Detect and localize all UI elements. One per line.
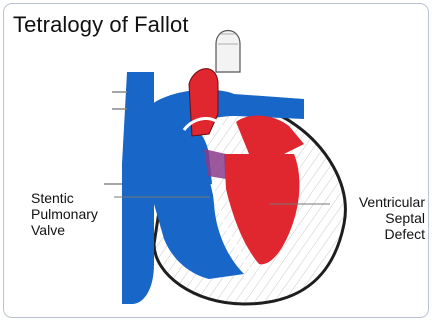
diagram-card: Tetralogy of Fallot	[3, 3, 429, 318]
label-line: Ventricular	[333, 194, 425, 210]
label-line: Valve	[31, 222, 98, 238]
label-line: Septal	[333, 210, 425, 226]
vena-cava	[122, 72, 154, 304]
label-ventricular-septal-defect: Ventricular Septal Defect	[333, 194, 425, 242]
label-line: Stentic	[31, 190, 98, 206]
label-line: Pulmonary	[31, 206, 98, 222]
label-line: Defect	[333, 226, 425, 242]
label-stentic-pulmonary-valve: Stentic Pulmonary Valve	[31, 190, 98, 238]
heart-illustration	[4, 4, 428, 317]
aorta-arch	[216, 31, 240, 73]
